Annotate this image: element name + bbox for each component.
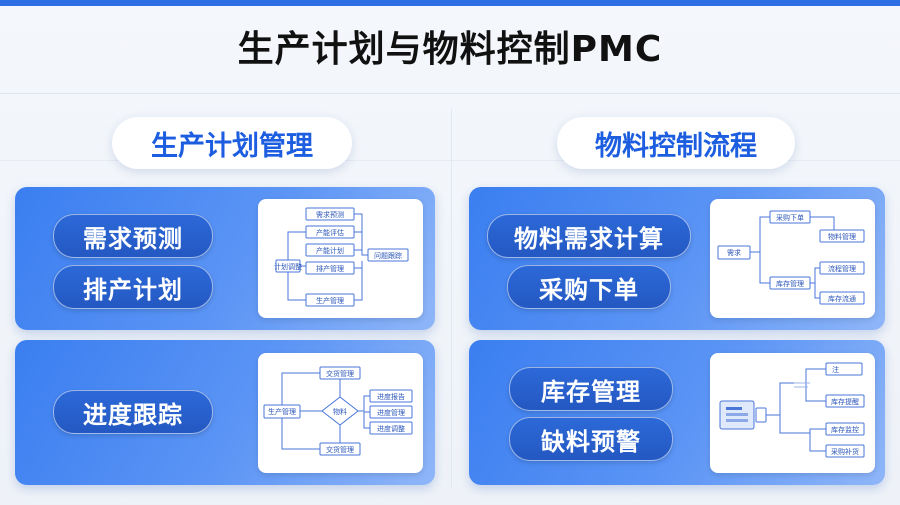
flow-node-label: 进度报告 [377, 392, 405, 401]
panel-progress-tracking: 进度跟踪 生产管理 交货管理 物料 交货管理 进度报告 进度管理 进度调整 [15, 340, 435, 485]
column-divider [451, 108, 452, 488]
pill-shortage-warning[interactable]: 缺料预警 [509, 417, 673, 461]
pill-inventory-management[interactable]: 库存管理 [509, 367, 673, 411]
top-accent-bar [0, 0, 900, 6]
diagram-card-progress: 生产管理 交货管理 物料 交货管理 进度报告 进度管理 进度调整 [258, 353, 423, 473]
title-divider [0, 93, 900, 94]
flow-node-label: 采购补货 [831, 447, 859, 456]
flow-node-label: 交货管理 [326, 445, 354, 454]
pill-progress-tracking[interactable]: 进度跟踪 [53, 390, 213, 434]
section-divider [0, 160, 900, 161]
panel-material-purchase: 物料需求计算 采购下单 需求 采购下单 库存管理 物料管理 流程管理 库存流通 [469, 187, 885, 330]
section-heading-production: 生产计划管理 [112, 117, 352, 169]
flow-node-label: 生产管理 [268, 407, 296, 416]
flow-node-label: 进度调整 [377, 424, 405, 433]
inventory-panel-icon [755, 407, 767, 423]
flow-node-label: 计划调整 [274, 262, 302, 271]
diagram-card-inventory: 注 库存提醒 库存监控 采购补货 [710, 353, 875, 473]
flow-node-label: 采购下单 [776, 213, 804, 222]
inventory-panel-icon [726, 413, 748, 416]
flow-node-label: 生产管理 [316, 296, 344, 305]
page-title: 生产计划与物料控制PMC [237, 29, 663, 70]
panel-demand-scheduling: 需求预测 排产计划 需求预测 产能评估 产能计划 排产管理 生产管理 计划调整 … [15, 187, 435, 330]
flow-node-label: 库存提醒 [831, 397, 859, 406]
flow-node-label: 流程管理 [828, 264, 856, 273]
diagram-card-production-plan: 需求预测 产能评估 产能计划 排产管理 生产管理 计划调整 问题跟踪 [258, 199, 423, 318]
flow-node-label: 交货管理 [326, 369, 354, 378]
flow-node-label: 产能评估 [316, 228, 344, 237]
flow-node-label: 进度管理 [377, 408, 405, 417]
flow-node-label: 库存管理 [776, 279, 804, 288]
flowchart-inventory: 注 库存提醒 库存监控 采购补货 [719, 362, 865, 458]
pill-demand-forecast[interactable]: 需求预测 [53, 214, 213, 258]
section-heading-material: 物料控制流程 [557, 117, 795, 169]
flow-node-label: 问题跟踪 [374, 251, 402, 260]
flow-node-label: 需求预测 [316, 210, 344, 219]
pill-production-schedule[interactable]: 排产计划 [53, 265, 213, 309]
pill-material-requirements[interactable]: 物料需求计算 [487, 214, 691, 258]
flow-node-label: 需求 [727, 248, 741, 257]
flow-node-label: 物料 [333, 407, 347, 416]
pill-purchase-order[interactable]: 采购下单 [507, 265, 671, 309]
flow-node-label: 排产管理 [316, 264, 344, 273]
flow-node-label: 注 [832, 365, 839, 374]
flowchart-material-flow: 需求 采购下单 库存管理 物料管理 流程管理 库存流通 [717, 210, 865, 305]
flow-node-label: 库存监控 [831, 425, 859, 434]
flow-node-label: 物料管理 [828, 232, 856, 241]
inventory-panel-icon [726, 419, 748, 422]
flow-node [819, 229, 865, 243]
flowchart-production-plan: 需求预测 产能评估 产能计划 排产管理 生产管理 计划调整 问题跟踪 [274, 207, 409, 307]
flowchart-progress: 生产管理 交货管理 物料 交货管理 进度报告 进度管理 进度调整 [263, 366, 413, 456]
inventory-panel-icon [726, 407, 742, 410]
flow-node-label: 库存流通 [828, 294, 856, 303]
panel-inventory-alert: 库存管理 缺料预警 注 库存提醒 库存监控 采购补货 [469, 340, 885, 485]
flow-node-label: 产能计划 [316, 246, 344, 255]
diagram-card-material-flow: 需求 采购下单 库存管理 物料管理 流程管理 库存流通 [710, 199, 875, 318]
